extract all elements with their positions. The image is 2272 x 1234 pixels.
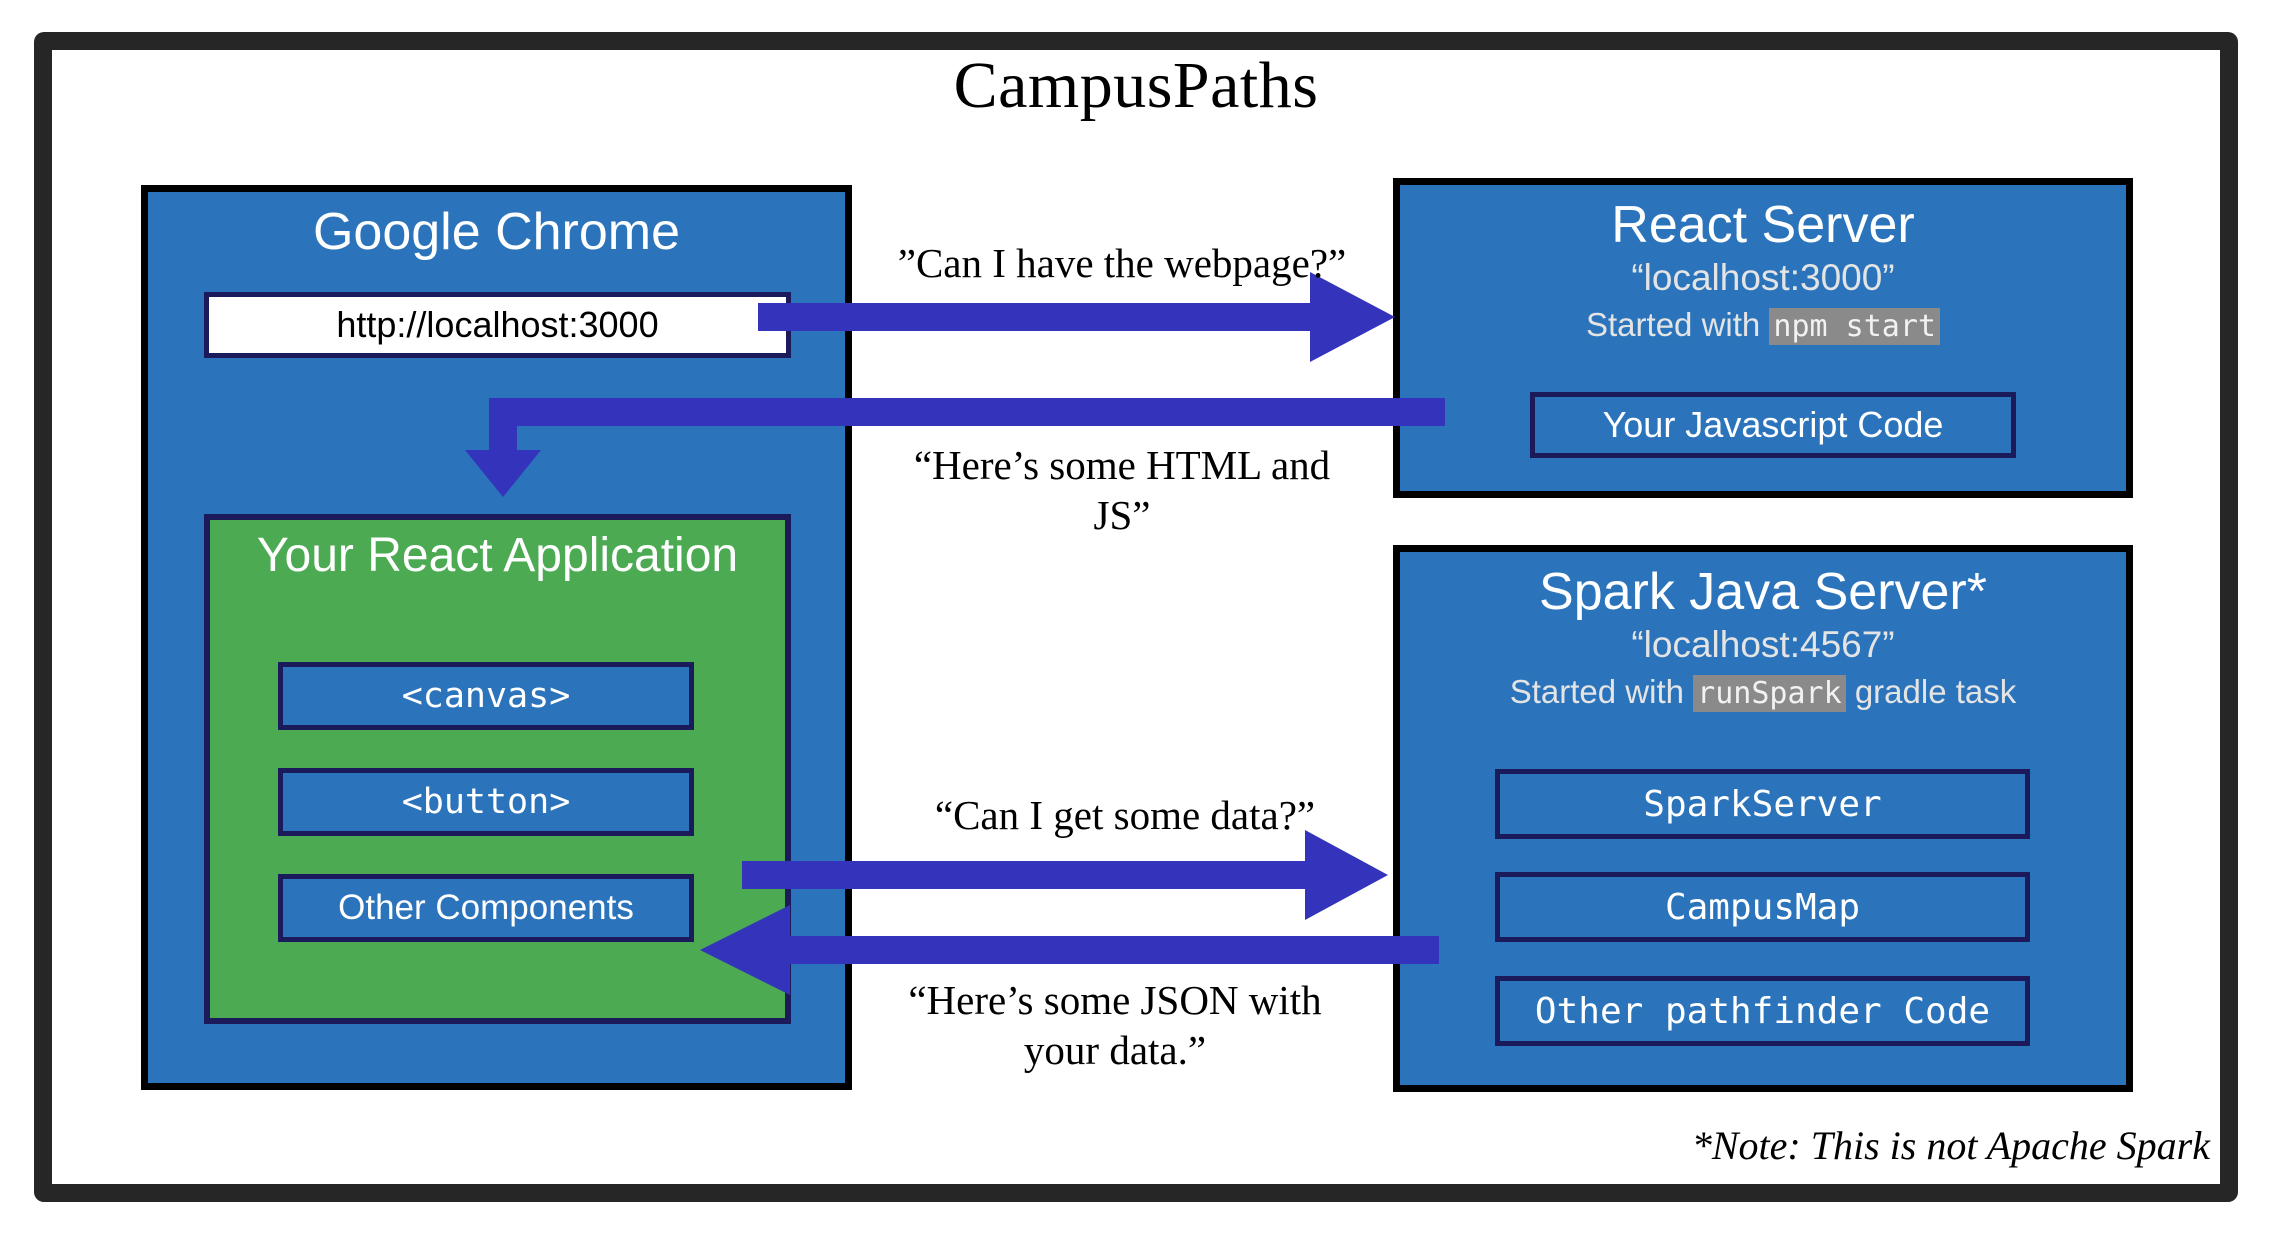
component-canvas[interactable]: <canvas>: [278, 662, 694, 730]
panel-spark-java-server: Spark Java Server* “localhost:4567” Star…: [1393, 545, 2133, 1092]
react-server-start-command: npm start: [1769, 308, 1940, 345]
box-your-javascript-code-label: Your Javascript Code: [1602, 404, 1944, 445]
component-button-label: <button>: [401, 782, 571, 822]
panel-react-server: React Server “localhost:3000” Started wi…: [1393, 178, 2133, 498]
page-title: CampusPaths: [953, 49, 1319, 122]
footnote: *Note: This is not Apache Spark: [1691, 1123, 2210, 1168]
box-your-javascript-code[interactable]: Your Javascript Code: [1530, 392, 2016, 458]
box-other-pathfinder-code[interactable]: Other pathfinder Code: [1495, 976, 2030, 1046]
browser-title: Google Chrome: [312, 203, 681, 261]
box-other-pathfinder-code-label: Other pathfinder Code: [1534, 990, 1991, 1032]
arrow-label-response-json: “Here’s some JSON with your data.”: [908, 977, 1322, 1073]
box-campusmap[interactable]: CampusMap: [1495, 872, 2030, 942]
spark-server-start-suffix: gradle task: [1845, 673, 2017, 710]
arrow-label-request-data: “Can I get some data?”: [934, 792, 1316, 838]
react-app-title: Your React Application: [256, 529, 739, 582]
component-other-label: Other Components: [338, 888, 634, 927]
react-server-title: React Server: [1611, 196, 1915, 254]
spark-server-start-prefix: Started with: [1509, 673, 1694, 710]
box-sparkserver-label: SparkServer: [1643, 783, 1882, 825]
react-server-start-prefix: Started with: [1586, 306, 1770, 343]
url-input[interactable]: http://localhost:3000: [204, 292, 791, 358]
spark-server-title: Spark Java Server*: [1539, 563, 1987, 621]
component-button[interactable]: <button>: [278, 768, 694, 836]
url-value: http://localhost:3000: [336, 304, 659, 345]
component-other[interactable]: Other Components: [278, 874, 694, 942]
spark-server-start-command: runSpark: [1693, 675, 1846, 712]
panel-react-application: Your React Application <canvas> <button>…: [204, 514, 791, 1024]
arrow-label-response-html-js: “Here’s some HTML and JS”: [913, 442, 1331, 538]
react-server-address: “localhost:3000”: [1631, 257, 1895, 298]
arrow-label-request-webpage: ”Can I have the webpage?”: [897, 240, 1347, 286]
spark-server-address: “localhost:4567”: [1631, 624, 1895, 665]
box-campusmap-label: CampusMap: [1664, 886, 1861, 928]
component-canvas-label: <canvas>: [401, 676, 571, 716]
box-sparkserver[interactable]: SparkServer: [1495, 769, 2030, 839]
spark-server-start-line: Started with runSpark gradle task: [1400, 670, 2126, 716]
react-server-start-line: Started with npm start: [1400, 303, 2126, 349]
panel-google-chrome: Google Chrome http://localhost:3000 Your…: [141, 185, 852, 1090]
